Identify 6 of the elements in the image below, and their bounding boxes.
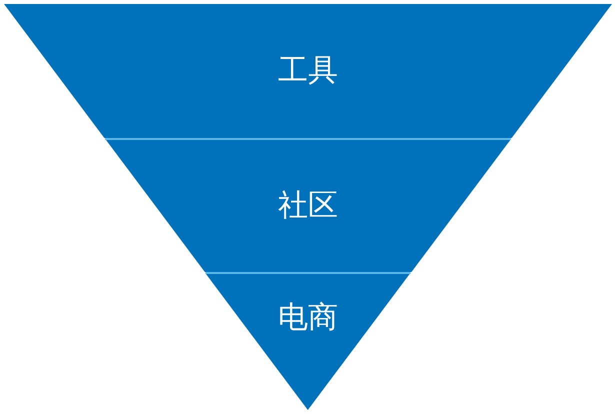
band-label: 社区 [278, 188, 338, 224]
funnel-band [106, 140, 510, 272]
band-label: 工具 [278, 53, 338, 89]
funnel-band [4, 4, 612, 138]
funnel-band [206, 274, 410, 410]
band-label: 电商 [278, 300, 338, 336]
